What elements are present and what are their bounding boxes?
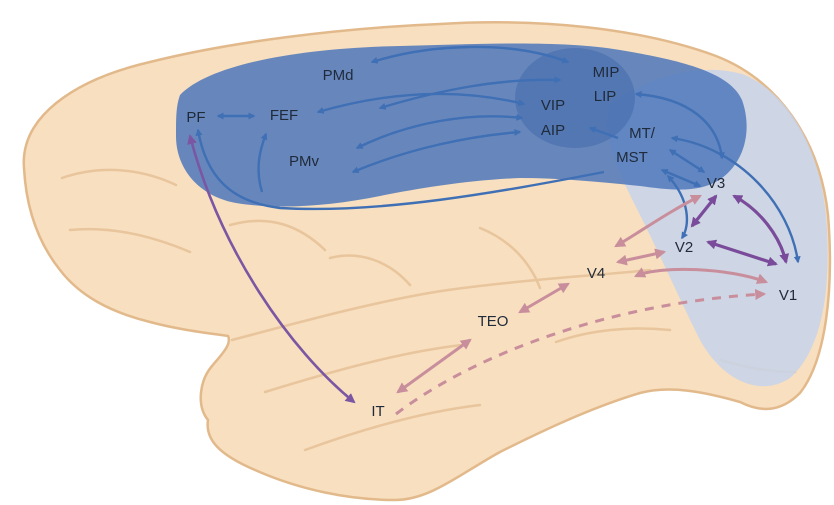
- label-pmd: PMd: [323, 67, 354, 84]
- label-fef: FEF: [270, 107, 298, 124]
- label-v4: V4: [587, 265, 605, 282]
- label-v2: V2: [675, 239, 693, 256]
- label-v3: V3: [707, 175, 725, 192]
- label-teo: TEO: [478, 313, 509, 330]
- label-pmv: PMv: [289, 153, 320, 170]
- label-pf: PF: [186, 109, 205, 126]
- label-aip: AIP: [541, 122, 565, 139]
- label-v1: V1: [779, 287, 797, 304]
- label-mip: MIP: [593, 64, 620, 81]
- label-lip: LIP: [594, 88, 617, 105]
- label-mt: MT/: [629, 125, 656, 142]
- label-mst: MST: [616, 149, 648, 166]
- label-vip: VIP: [541, 97, 565, 114]
- label-it: IT: [371, 403, 384, 420]
- parietal-frontal-region: [176, 44, 747, 207]
